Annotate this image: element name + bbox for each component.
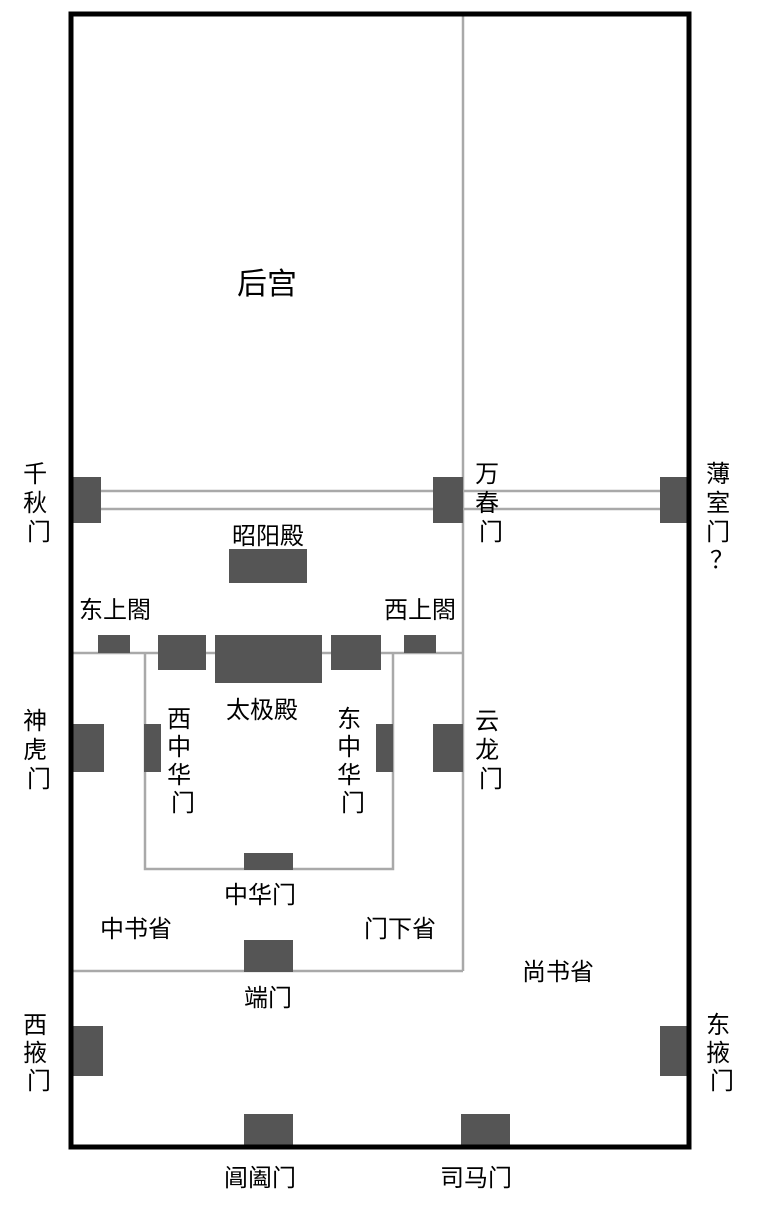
east-side-hall: [331, 635, 381, 670]
simamen-gate: [461, 1114, 510, 1147]
yunlongmen-gate: [433, 724, 463, 772]
interior-walls: [71, 14, 689, 973]
label-duanmen: 端门: [244, 984, 292, 1012]
label-dongzhonghuamen-char: 华: [337, 761, 361, 789]
label-menxiasheng: 门下省: [364, 915, 436, 943]
label-xizhonghuamen-char: 西: [167, 705, 191, 733]
label-dongyemen: 东 掖 门: [706, 1011, 738, 1095]
label-yunlongmen: 云 龙 门: [475, 707, 507, 793]
xiyemen-gate: [71, 1026, 103, 1076]
zhaoyangdian-hall: [229, 549, 307, 583]
duanmen-gate: [244, 940, 293, 972]
label-dongzhonghuamen-char: 中: [337, 733, 361, 761]
label-xiyemen-char: 门: [27, 1067, 51, 1095]
label-dongzhonghuamen: 东 中 华 门: [337, 705, 369, 817]
label-zhaoyangdian: 昭阳殿: [232, 522, 304, 550]
label-boshimen-char: ？: [710, 546, 734, 574]
label-qianqiumen-char: 千: [23, 460, 47, 488]
changhemen-gate: [244, 1114, 293, 1147]
dongshangge-building: [98, 635, 130, 653]
label-shenhumen-char: 神: [23, 707, 47, 735]
label-boshimen-char: 室: [706, 489, 730, 517]
qianqiumen-gate: [71, 477, 101, 523]
label-yunlongmen-char: 门: [479, 765, 503, 793]
xishangge-building: [404, 635, 436, 653]
label-xiyemen: 西 掖 门: [23, 1011, 55, 1095]
label-boshimen-char: 门: [706, 518, 730, 546]
horizontal-labels: 后宫 昭阳殿 东上閤 西上閤 太极殿 中华门 中书省 门下省 尚书省 端门 阊阖…: [79, 267, 594, 1192]
label-simamen: 司马门: [440, 1164, 512, 1192]
label-boshimen-char: 薄: [706, 460, 730, 488]
label-changhemen: 阊阖门: [224, 1164, 296, 1192]
west-side-hall: [158, 635, 206, 670]
label-boshimen: 薄 室 门 ？: [706, 460, 738, 574]
wanchunmen-gate: [433, 477, 463, 523]
label-dongzhonghuamen-char: 门: [341, 789, 365, 817]
xizhonghuamen-gate: [144, 724, 161, 772]
label-hougong: 后宫: [237, 267, 297, 302]
label-shenhumen: 神 虎 门: [23, 707, 55, 793]
label-xiyemen-char: 西: [23, 1011, 47, 1039]
dongyemen-gate: [660, 1026, 690, 1076]
label-yunlongmen-char: 龙: [475, 736, 499, 764]
shenhumen-gate: [71, 724, 104, 772]
zhonghuamen-gate: [244, 853, 293, 870]
label-xizhonghuamen-char: 华: [167, 761, 191, 789]
label-xizhonghuamen-char: 中: [167, 733, 191, 761]
boshimen-gate: [660, 477, 690, 523]
label-xishangge: 西上閤: [384, 596, 456, 624]
label-wanchunmen-char: 万: [475, 460, 499, 488]
taijidian-hall: [215, 635, 322, 683]
label-shenhumen-char: 门: [27, 765, 51, 793]
label-xiyemen-char: 掖: [23, 1039, 47, 1067]
vertical-labels: 千 秋 门 万 春 门 薄 室 门 ？ 神 虎 门 西 中 华 门 东 中: [23, 460, 738, 1095]
label-qianqiumen-char: 门: [27, 518, 51, 546]
label-wanchunmen-char: 门: [479, 518, 503, 546]
label-xizhonghuamen: 西 中 华 门: [167, 705, 199, 817]
label-dongzhonghuamen-char: 东: [337, 705, 361, 733]
label-dongshangge: 东上閤: [79, 596, 151, 624]
label-qianqiumen-char: 秋: [23, 489, 47, 517]
dongzhonghuamen-gate: [376, 724, 393, 772]
label-zhongshusheng: 中书省: [100, 915, 172, 943]
label-shenhumen-char: 虎: [23, 736, 47, 764]
label-zhonghuamen: 中华门: [224, 881, 296, 909]
label-qianqiumen: 千 秋 门: [23, 460, 55, 546]
label-xizhonghuamen-char: 门: [171, 789, 195, 817]
label-wanchunmen: 万 春 门: [475, 460, 507, 546]
label-dongyemen-char: 掖: [706, 1039, 730, 1067]
label-dongyemen-char: 东: [706, 1011, 730, 1039]
label-yunlongmen-char: 云: [475, 707, 499, 735]
label-dongyemen-char: 门: [710, 1067, 734, 1095]
buildings: [71, 477, 690, 1147]
label-shangshusheng: 尚书省: [522, 958, 594, 986]
label-taijidian: 太极殿: [226, 696, 298, 724]
outer-palace-wall: [68, 11, 692, 1150]
label-wanchunmen-char: 春: [475, 489, 499, 517]
